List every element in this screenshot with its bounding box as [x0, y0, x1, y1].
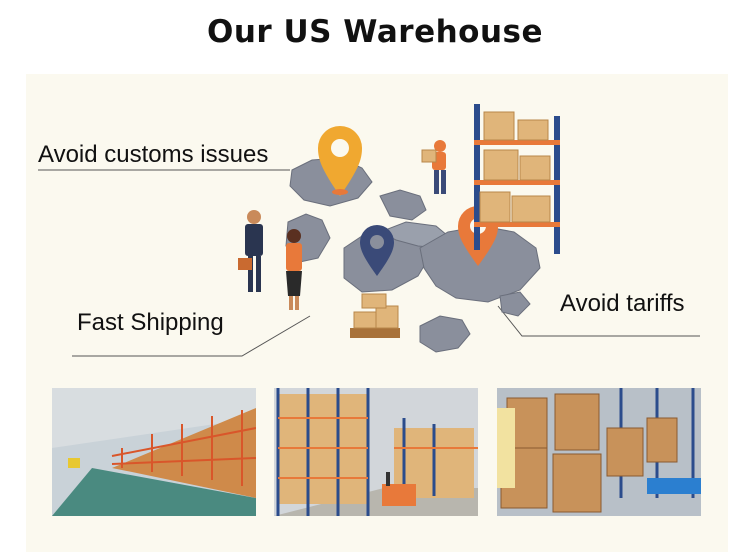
pallet-boxes-icon: [350, 293, 400, 338]
warehouse-drums-photo: [497, 388, 701, 516]
world-map: [285, 157, 541, 353]
warehouse-racks-forklift-photo: [274, 388, 478, 516]
delivery-worker-icon: [421, 140, 446, 194]
tariffs-leader-line: [497, 305, 700, 337]
businessman-icon: [238, 210, 263, 292]
map-pin-navy-icon: [360, 225, 394, 276]
businesswoman-icon: [286, 229, 302, 310]
page-title: Our US Warehouse: [206, 14, 544, 50]
warehouse-aisle-forklift-photo: [52, 388, 256, 516]
avoid-customs-label: Avoid customs issues: [38, 141, 269, 168]
avoid-tariffs-label: Avoid tariffs: [560, 290, 685, 317]
shipping-leader-line: [72, 315, 311, 357]
map-pin-gold-icon: [318, 126, 362, 196]
fast-shipping-label: Fast Shipping: [77, 309, 224, 336]
storage-rack-icon: [474, 104, 560, 254]
